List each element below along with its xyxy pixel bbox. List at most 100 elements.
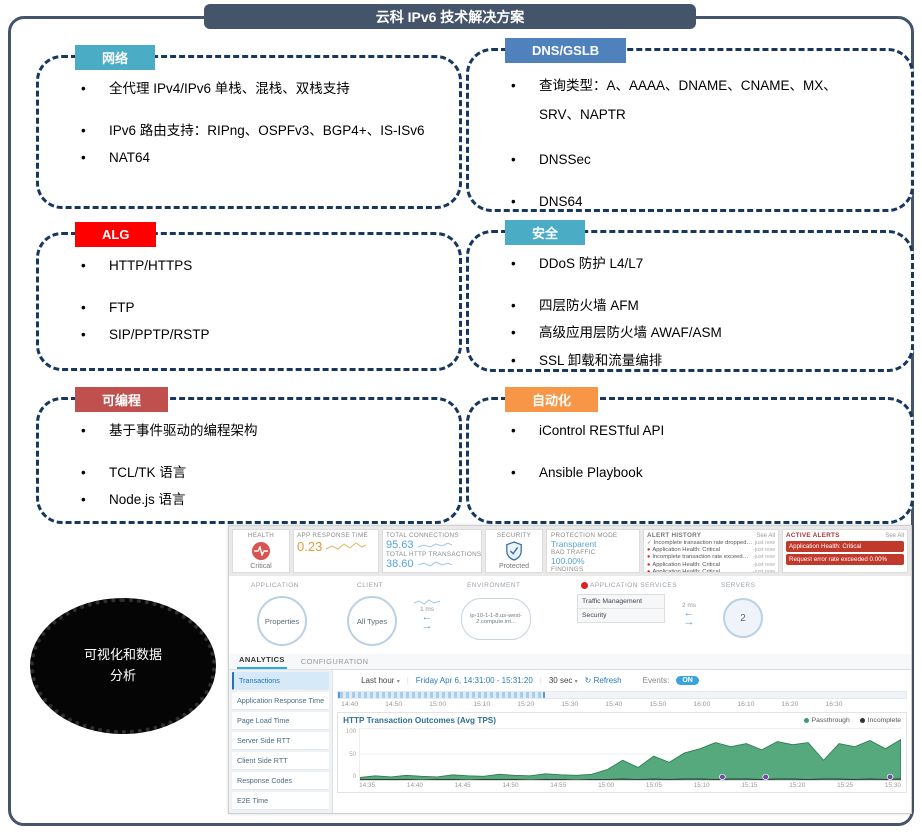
range-selector-label: Last hour	[361, 675, 395, 685]
sidebar-item-server-side-rtt[interactable]: Server Side RTT	[232, 732, 330, 750]
response-sparkline	[326, 541, 367, 550]
alert-dot-icon: ●	[647, 554, 651, 561]
active-alerts-see-all-link[interactable]: See All	[885, 532, 904, 539]
date-range[interactable]: Friday Apr 6, 14:31:00 - 15:31:20	[415, 675, 533, 685]
page-title: 云科 IPv6 技术解决方案	[204, 4, 696, 29]
bullet-item: 高级应用层防火墙 AWAF/ASM	[509, 322, 897, 344]
findings-label: FINDINGS	[551, 566, 584, 573]
server-latency: 2 ms	[681, 602, 697, 609]
event-marker[interactable]	[762, 773, 770, 780]
sidebar-item-application-response-time[interactable]: Application Response Time	[232, 692, 330, 710]
bullet-item: Node.js 语言	[79, 489, 445, 511]
interval-selector[interactable]: 30 sec ▾	[549, 676, 578, 685]
bullet-item: iControl RESTful API	[509, 420, 897, 442]
services-column-label: APPLICATION SERVICES	[581, 582, 677, 589]
legend-incomplete: Incomplete	[859, 717, 901, 724]
bullet-item: IPv6 路由支持：RIPng、OSPFv3、BGP4+、IS-ISv6	[79, 120, 445, 142]
alert-history-see-all-link[interactable]: See All	[756, 532, 775, 539]
tab-analytics[interactable]: ANALYTICS	[237, 652, 287, 669]
bullet-item: NAT64	[79, 147, 445, 169]
feature-box-dns-gslb-header: DNS/GSLB	[505, 38, 627, 63]
application-node[interactable]: Properties	[257, 596, 307, 646]
service-item[interactable]: Security	[578, 609, 664, 622]
health-card: HEALTH Critical	[232, 529, 290, 573]
timeline-track[interactable]	[337, 691, 907, 699]
bad-traffic-value: 100.00%	[551, 556, 585, 566]
active-alert-banner: Request error rate exceeded 0.00%	[786, 554, 904, 565]
security-card: SECURITY Protected	[485, 529, 543, 573]
feature-box-network-list: 全代理 IPv4/IPv6 单栈、混栈、双栈支持 IPv6 路由支持：RIPng…	[39, 58, 459, 183]
service-item[interactable]: Traffic Management	[578, 595, 664, 609]
range-selector[interactable]: Last hour ▾	[361, 676, 400, 685]
active-alerts-card: ACTIVE ALERTS See All Application Health…	[782, 529, 908, 573]
event-marker[interactable]	[886, 773, 894, 780]
connections-sparkline	[417, 541, 452, 548]
x-tick-label: 15:25	[837, 782, 854, 789]
sidebar-item-transactions[interactable]: Transactions	[232, 672, 330, 690]
sidebar-item-client-side-rtt[interactable]: Client Side RTT	[232, 752, 330, 770]
client-node[interactable]: All Types	[347, 596, 397, 646]
active-alert-banner: Application Health: Critical	[786, 541, 904, 552]
x-tick-label: 15:30	[884, 782, 901, 789]
alert-history-entry: ●Application Health: Critical-just now	[647, 569, 775, 573]
timeline-tick-label: 14:50	[385, 701, 403, 708]
sidebar-item-response-codes[interactable]: Response Codes	[232, 772, 330, 790]
feature-box-alg-header: ALG	[75, 222, 157, 247]
sidebar-item-e2e-time[interactable]: E2E Time	[232, 792, 330, 810]
arrow-left-icon: ←	[683, 607, 695, 619]
y-tick-label: 0	[352, 773, 357, 780]
incomplete-line	[360, 778, 901, 780]
servers-node[interactable]: 2	[723, 598, 763, 638]
legend-dot-icon	[803, 718, 809, 723]
client-environment-link: 1 ms ← →	[405, 598, 449, 632]
servers-node-label: 2	[740, 612, 746, 624]
chart-legend: Passthrough Incomplete	[803, 717, 901, 724]
y-tick-label: 100	[345, 728, 357, 735]
bullet-item: FTP	[79, 297, 445, 319]
connections-card: TOTAL CONNECTIONS 95.63 TOTAL HTTP TRANS…	[382, 529, 482, 573]
application-node-label: Properties	[264, 616, 300, 626]
alert-time: just now	[754, 539, 775, 546]
bad-traffic-label: BAD TRAFFIC	[551, 549, 596, 556]
arrow-right-icon: →	[421, 620, 433, 632]
sidebar-item-page-load-time[interactable]: Page Load Time	[232, 712, 330, 730]
refresh-button[interactable]: ↻ Refresh	[585, 676, 622, 685]
bullet-item: 基于事件驱动的编程架构	[79, 420, 445, 442]
alert-history-entry: ✓Incomplete transaction rate dropped bel…	[647, 539, 775, 546]
bullet-item: SSL 卸载和流量编排	[509, 350, 897, 372]
timeline-tick-label: 16:20	[781, 701, 799, 708]
timeline-tick-label: 15:20	[517, 701, 535, 708]
timeline-tick-label: 16:30	[825, 701, 843, 708]
chart-title: HTTP Transaction Outcomes (Avg TPS)	[343, 716, 496, 725]
timeline-selection[interactable]	[338, 692, 546, 698]
bullet-item: 全代理 IPv4/IPv6 单栈、混栈、双栈支持	[79, 78, 445, 100]
arrow-left-icon: ←	[421, 611, 433, 623]
feature-box-network-header: 网络	[75, 45, 156, 70]
timeline-tick-label: 14:40	[341, 701, 359, 708]
events-toggle[interactable]: ON	[676, 675, 699, 685]
connections-label: TOTAL CONNECTIONS	[386, 532, 459, 539]
timeline-tick-label: 15:10	[473, 701, 491, 708]
x-tick-label: 15:00	[598, 782, 615, 789]
check-icon: ✓	[647, 539, 652, 546]
event-marker[interactable]	[719, 773, 726, 780]
environment-node[interactable]: ip-10-1-1-8.us-west-2.compute.int...	[461, 598, 531, 640]
timeline-tick-label: 16:00	[693, 701, 711, 708]
alert-dot-icon: ●	[647, 569, 651, 573]
alert-time: -just now	[752, 547, 775, 554]
feature-box-automation-header: 自动化	[505, 387, 599, 412]
feature-box-programmable: 可编程 基于事件驱动的编程架构 TCL/TK 语言 Node.js 语言	[36, 387, 462, 524]
topology-strip: APPLICATION Properties CLIENT All Types …	[229, 576, 911, 655]
feature-box-dns-gslb-list: 查询类型：A、AAAA、DNAME、CNAME、MX、SRV、NAPTR DNS…	[469, 51, 911, 226]
servers-column-label: SERVERS	[721, 582, 756, 589]
feature-box-network: 网络 全代理 IPv4/IPv6 单栈、混栈、双栈支持 IPv6 路由支持：RI…	[36, 45, 462, 209]
tab-configuration[interactable]: CONFIGURATION	[300, 657, 369, 666]
x-tick-label: 14:40	[406, 782, 423, 789]
bullet-item: DNSSec	[509, 149, 897, 171]
x-tick-label: 14:35	[359, 782, 376, 789]
